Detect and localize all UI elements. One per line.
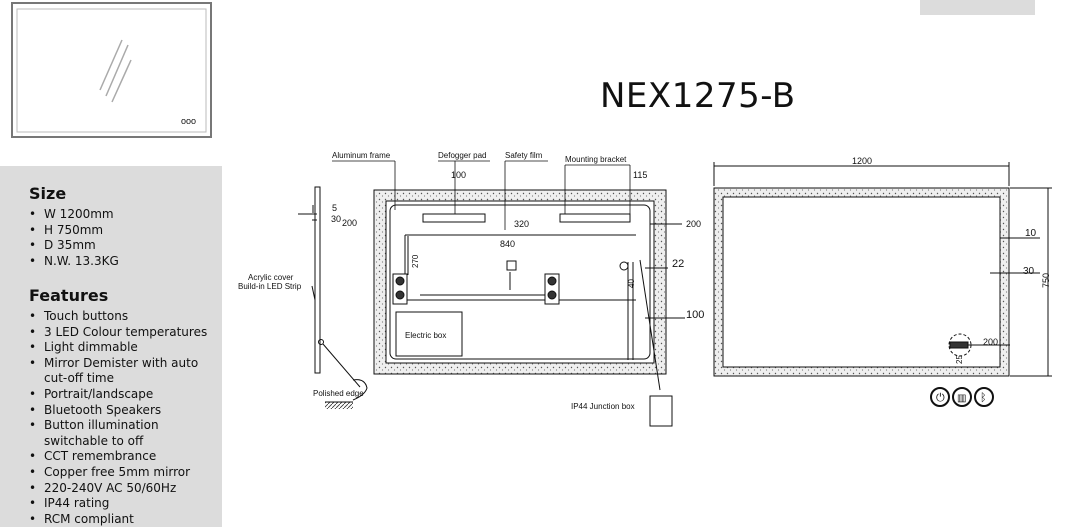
- thumbnail-button-dots: ooo: [181, 116, 196, 126]
- features-section: Features Touch buttons 3 LED Colour temp…: [29, 286, 219, 527]
- size-item: D 35mm: [29, 238, 219, 254]
- led-strip-label: Build-in LED Strip: [238, 282, 302, 291]
- size-item: N.W. 13.3KG: [29, 254, 219, 270]
- size-heading: Size: [29, 184, 67, 203]
- front-dim-10: 10: [1025, 228, 1037, 239]
- back-dim-320: 320: [514, 219, 529, 229]
- mounting-bracket-label: Mounting bracket: [565, 155, 627, 164]
- size-item: W 1200mm: [29, 207, 219, 223]
- feature-item: IP44 rating: [29, 496, 219, 512]
- power-button-icon: ⏻: [936, 392, 945, 404]
- feature-item: Button illumination switchable to off: [29, 418, 219, 449]
- back-dim-40: 40: [627, 279, 636, 288]
- light-button-icon: ▥: [957, 393, 966, 404]
- feature-item: 220-240V AC 50/60Hz: [29, 481, 219, 497]
- feature-item: 3 LED Colour temperatures: [29, 325, 219, 341]
- polished-edge-label: Polished edge: [313, 389, 364, 398]
- model-code: NEX1275-B: [600, 76, 796, 116]
- size-list: W 1200mm H 750mm D 35mm N.W. 13.3KG: [29, 207, 219, 269]
- size-section: Size W 1200mm H 750mm D 35mm N.W. 13.3KG: [29, 184, 219, 269]
- back-dim-200: 200: [686, 219, 701, 229]
- defogger-pad-label: Defogger pad: [438, 151, 486, 160]
- side-dim-30: 30: [331, 214, 341, 224]
- front-dim-200: 200: [983, 337, 998, 347]
- side-dim-200: 200: [342, 218, 357, 228]
- feature-item: Bluetooth Speakers: [29, 403, 219, 419]
- feature-item: Portrait/landscape: [29, 387, 219, 403]
- spec-panel: Size W 1200mm H 750mm D 35mm N.W. 13.3KG…: [0, 166, 222, 527]
- front-view: [713, 162, 1052, 407]
- junction-box-label: IP44 Junction box: [571, 402, 635, 411]
- bluetooth-button-icon: ᛒ: [980, 392, 987, 404]
- front-dim-30: 30: [1023, 266, 1035, 277]
- electric-box-label: Electric box: [405, 331, 446, 340]
- feature-item: Copper free 5mm mirror: [29, 465, 219, 481]
- features-heading: Features: [29, 286, 109, 305]
- front-dim-height: 750: [1041, 273, 1051, 288]
- side-dim-5: 5: [332, 203, 337, 213]
- back-dim-840: 840: [500, 239, 515, 249]
- technical-drawing: 5 30 200 Acrylic cover Build-in LED Stri…: [238, 151, 1052, 427]
- feature-item: RCM compliant: [29, 512, 219, 527]
- back-dim-115: 115: [633, 170, 647, 180]
- acrylic-cover-label: Acrylic cover: [248, 273, 294, 282]
- feature-item: Touch buttons: [29, 309, 219, 325]
- back-view: [373, 189, 685, 427]
- corner-tab: [920, 0, 1035, 15]
- side-view: [298, 186, 368, 409]
- feature-item: CCT remembrance: [29, 449, 219, 465]
- back-dim-270: 270: [411, 254, 420, 268]
- back-dim-100: 100: [451, 170, 466, 180]
- features-list: Touch buttons 3 LED Colour temperatures …: [29, 309, 219, 527]
- back-dim-100-right: 100: [686, 309, 704, 321]
- safety-film-label: Safety film: [505, 151, 543, 160]
- feature-item: Mirror Demister with auto cut-off time: [29, 356, 219, 387]
- back-dim-22: 22: [672, 258, 684, 270]
- front-dim-25: 25: [955, 355, 964, 364]
- feature-item: Light dimmable: [29, 340, 219, 356]
- front-dim-width: 1200: [852, 156, 872, 166]
- mirror-thumbnail: ooo: [11, 2, 212, 138]
- aluminum-frame-label: Aluminum frame: [332, 151, 391, 160]
- size-item: H 750mm: [29, 223, 219, 239]
